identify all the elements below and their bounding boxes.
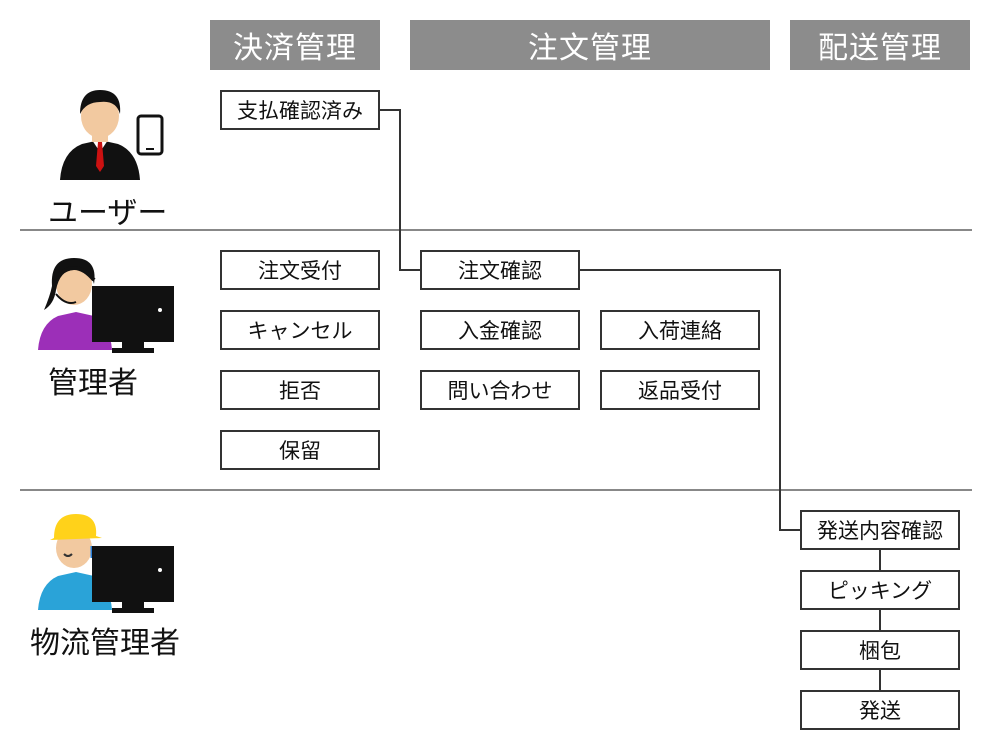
box-order-accepted: 注文受付 — [220, 250, 380, 290]
box-ship: 発送 — [800, 690, 960, 730]
role-label-admin: 管理者 — [48, 366, 138, 401]
lane-divider-1 — [20, 229, 972, 231]
connector-paid-to-confirm — [380, 109, 420, 271]
box-arrival-notice: 入荷連絡 — [600, 310, 760, 350]
user-figure-icon — [60, 90, 164, 180]
connector-confirm-to-content-check — [580, 269, 800, 531]
role-label-user: ユーザー — [48, 196, 168, 231]
box-cancel: キャンセル — [220, 310, 380, 350]
column-header-payment: 決済管理 — [210, 20, 380, 70]
admin-figure-icon — [38, 258, 174, 353]
box-inquiry: 問い合わせ — [420, 370, 580, 410]
box-picking: ピッキング — [800, 570, 960, 610]
column-header-shipping: 配送管理 — [790, 20, 970, 70]
box-order-confirm: 注文確認 — [420, 250, 580, 290]
lane-divider-2 — [20, 489, 972, 491]
box-packing: 梱包 — [800, 630, 960, 670]
box-payment-confirmed: 支払確認済み — [220, 90, 380, 130]
box-deposit-confirm: 入金確認 — [420, 310, 580, 350]
box-shipment-content-check: 発送内容確認 — [800, 510, 960, 550]
box-return-accept: 返品受付 — [600, 370, 760, 410]
column-header-order: 注文管理 — [410, 20, 770, 70]
box-reject: 拒否 — [220, 370, 380, 410]
role-label-logistics: 物流管理者 — [30, 626, 180, 661]
box-hold: 保留 — [220, 430, 380, 470]
logistics-figure-icon — [38, 514, 174, 613]
